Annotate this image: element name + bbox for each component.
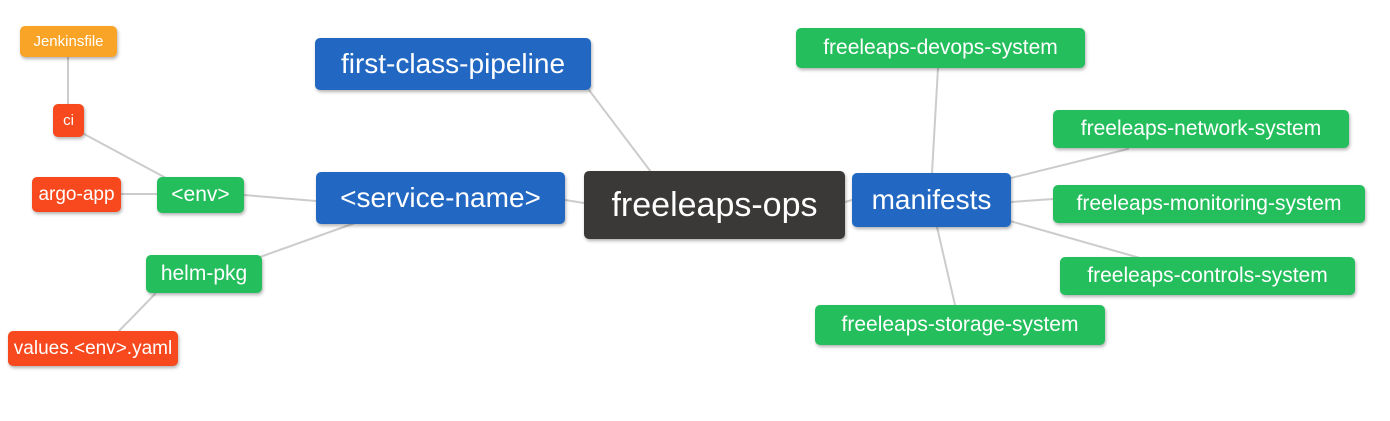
edge-manifests-monitoring-system [1010,198,1054,203]
node-freeleaps-network-system[interactable]: freeleaps-network-system [1053,110,1349,148]
edge-values-env-yaml-helm-pkg [117,293,156,333]
node-values-env-yaml[interactable]: values.<env>.yaml [8,331,178,366]
edge-service-name-ops [564,199,585,204]
node-freeleaps-monitoring-system[interactable]: freeleaps-monitoring-system [1053,185,1365,223]
edge-manifests-controls-system [1009,220,1141,259]
node-helm-pkg[interactable]: helm-pkg [146,255,262,293]
node-freeleaps-ops[interactable]: freeleaps-ops [584,171,845,239]
node-manifests[interactable]: manifests [852,173,1011,227]
edge-manifests-network-system [1010,148,1129,179]
edge-ops-manifests [844,199,853,203]
node-ci[interactable]: ci [53,104,84,137]
node-env[interactable]: <env> [157,177,244,213]
node-jenkinsfile[interactable]: Jenkinsfile [20,26,117,57]
edge-env-service-name [243,194,317,202]
node-freeleaps-devops-system[interactable]: freeleaps-devops-system [796,28,1085,68]
node-first-class-pipeline[interactable]: first-class-pipeline [315,38,591,90]
edge-manifests-devops-system [931,67,939,174]
edge-first-class-pipeline-ops [588,89,652,173]
node-freeleaps-storage-system[interactable]: freeleaps-storage-system [815,305,1105,345]
node-service-name[interactable]: <service-name> [316,172,565,224]
edge-helm-pkg-service-name [259,222,356,258]
node-argo-app[interactable]: argo-app [32,177,121,212]
edge-manifests-storage-system [936,226,956,306]
edge-ci-env [83,133,167,179]
node-freeleaps-controls-system[interactable]: freeleaps-controls-system [1060,257,1355,295]
